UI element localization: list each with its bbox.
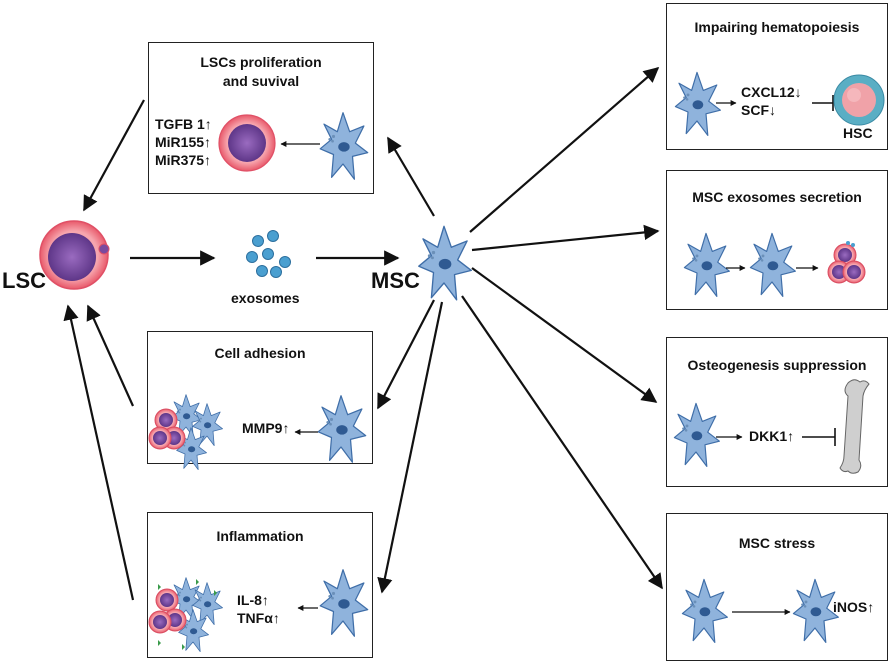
proliferation-box: LSCs proliferation and suvival TGFB 1↑ M… xyxy=(148,42,374,194)
arrow-msc-to-hematopoiesis xyxy=(469,66,660,233)
hematopoiesis-title: Impairing hematopoiesis xyxy=(694,19,860,35)
arrow-msc-to-stress xyxy=(461,295,663,590)
exosomes-label: exosomes xyxy=(231,290,300,306)
proliferation-title-2: and suvival xyxy=(222,73,300,89)
stress-box: MSC stress iNOS↑ xyxy=(666,513,888,661)
msc-central-cell xyxy=(418,225,472,301)
msc-label: MSC xyxy=(371,268,420,293)
factor-il8: IL-8↑ xyxy=(237,592,269,608)
factor-cxcl12: CXCL12↓ xyxy=(741,84,802,100)
arrow-inflammation-to-lsc xyxy=(63,304,135,601)
osteogenesis-title: Osteogenesis suppression xyxy=(687,357,867,373)
inflammation-box: Inflammation IL-8↑ TNFα↑ xyxy=(147,512,373,658)
factor-inos: iNOS↑ xyxy=(833,599,875,615)
osteogenesis-box: Osteogenesis suppression DKK1↑ xyxy=(666,337,888,487)
arrow-proliferation-to-lsc xyxy=(83,99,145,212)
proliferation-title-1: LSCs proliferation xyxy=(200,54,322,70)
factor-mir155: MiR155↑ xyxy=(155,134,212,150)
factor-scf: SCF↓ xyxy=(741,102,776,118)
lsc-cell xyxy=(39,220,110,290)
arrow-msc-to-adhesion xyxy=(377,299,435,410)
arrow-msc-to-proliferation xyxy=(387,136,435,217)
arrow-msc-to-osteogenesis xyxy=(471,267,658,403)
exosome-cluster xyxy=(246,230,291,278)
factor-mmp9: MMP9↑ xyxy=(242,420,290,436)
hematopoiesis-box: Impairing hematopoiesis CXCL12↓ SCF↓ HSC xyxy=(666,3,888,150)
adhesion-box: Cell adhesion MMP9↑ xyxy=(147,331,373,464)
inflammation-title: Inflammation xyxy=(216,528,304,544)
arrow-msc-to-inflammation xyxy=(377,301,444,594)
hsc-label: HSC xyxy=(843,125,873,141)
stress-title: MSC stress xyxy=(738,535,816,551)
arrow-adhesion-to-lsc xyxy=(86,304,135,407)
exosome-secretion-box: MSC exosomes secretion xyxy=(666,170,888,310)
lsc-label: LSC xyxy=(2,268,46,293)
factor-mir375: MiR375↑ xyxy=(155,152,212,168)
factor-tgfb1: TGFB 1↑ xyxy=(155,116,212,132)
factor-tnfa: TNFα↑ xyxy=(237,610,280,626)
factor-dkk1: DKK1↑ xyxy=(749,428,795,444)
adhesion-title: Cell adhesion xyxy=(214,345,306,361)
exosome-secretion-title: MSC exosomes secretion xyxy=(692,189,862,205)
arrow-msc-to-exosome-secretion xyxy=(471,224,660,252)
